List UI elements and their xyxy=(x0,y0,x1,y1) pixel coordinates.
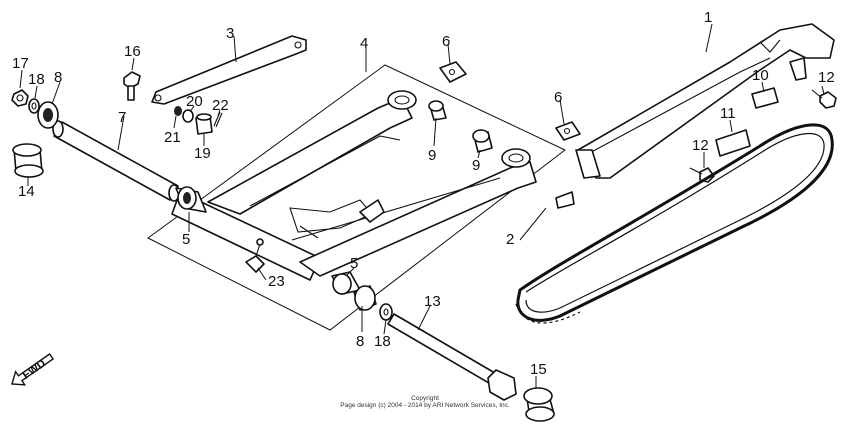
chain-guide-bracket-part-6-upper[interactable] xyxy=(439,61,467,83)
bolt-part-12-right[interactable] xyxy=(811,89,837,109)
bolt-part-16[interactable] xyxy=(123,71,141,101)
callout-part-4: 4 xyxy=(360,35,368,52)
leader-lines xyxy=(19,23,825,388)
callout-part-21: 21 xyxy=(164,129,181,146)
callout-part-19: 19 xyxy=(194,145,211,162)
callout-part-15: 15 xyxy=(530,361,547,378)
callout-part-11: 11 xyxy=(720,105,736,122)
copyright-notice: Copyright Page design (c) 2004 - 2014 by… xyxy=(0,395,850,409)
callout-part-1: 1 xyxy=(704,9,712,26)
callout-part-13: 13 xyxy=(424,293,441,310)
cotter-pin-part-22[interactable] xyxy=(213,111,223,128)
drive-chain-part-2[interactable] xyxy=(515,123,834,324)
dust-seal-cap-part-8-left[interactable] xyxy=(37,101,59,129)
callout-part-18-right: 18 xyxy=(374,333,391,350)
callout-part-6-lower: 6 xyxy=(554,89,562,106)
callout-part-2: 2 xyxy=(506,231,514,248)
chain-guide-bracket-part-6-lower[interactable] xyxy=(555,121,581,141)
callout-part-8-right: 8 xyxy=(356,333,364,350)
label-part-10[interactable] xyxy=(751,87,779,109)
swing-arm-assembly-frame xyxy=(147,64,566,331)
callout-part-10: 10 xyxy=(752,67,769,84)
washer-part-18-right[interactable] xyxy=(379,303,393,321)
callout-part-5-left: 5 xyxy=(182,231,190,248)
callout-part-16: 16 xyxy=(124,43,141,60)
pivot-bolt-part-13[interactable] xyxy=(387,313,517,401)
bushing-part-5-right[interactable] xyxy=(331,271,361,295)
callout-part-8-left: 8 xyxy=(54,69,62,86)
callout-part-17: 17 xyxy=(12,55,29,72)
pivot-collar-part-7[interactable] xyxy=(52,120,180,202)
callout-part-22: 22 xyxy=(212,97,229,114)
callout-part-14: 14 xyxy=(18,183,35,200)
fwd-arrow-icon: FWD xyxy=(11,353,55,386)
callout-part-12-left: 12 xyxy=(692,137,709,154)
chain-case-part-1[interactable] xyxy=(575,23,835,179)
bushing-part-5-left[interactable] xyxy=(175,186,207,213)
callout-part-6-upper: 6 xyxy=(442,33,450,50)
dust-seal-cap-part-8-right[interactable] xyxy=(353,285,377,311)
callout-part-3: 3 xyxy=(226,25,234,42)
washer-part-18-left[interactable] xyxy=(28,98,40,114)
swing-arm-part-4[interactable] xyxy=(171,90,537,281)
callout-part-20: 20 xyxy=(186,93,203,110)
rubber-bushing-part-9-lower[interactable] xyxy=(472,129,493,153)
washer-part-20[interactable] xyxy=(182,109,194,123)
label-part-11[interactable] xyxy=(715,129,751,157)
copyright-line-1: Copyright xyxy=(411,395,439,402)
callout-part-12-right: 12 xyxy=(818,69,835,86)
washer-part-21[interactable] xyxy=(174,106,182,116)
chain-tag-tab xyxy=(555,191,575,209)
callout-part-18-left: 18 xyxy=(28,71,45,88)
nut-part-19[interactable] xyxy=(195,113,213,135)
callout-part-9-upper: 9 xyxy=(428,147,436,164)
seal-part-14[interactable] xyxy=(12,143,44,178)
callout-part-23: 23 xyxy=(268,273,285,290)
callout-part-9-lower: 9 xyxy=(472,157,480,174)
torque-link-part-3[interactable] xyxy=(151,35,307,105)
nut-part-17[interactable] xyxy=(11,89,29,107)
cap-part-15[interactable] xyxy=(523,387,555,422)
copyright-line-2: Page design (c) 2004 - 2014 by ARI Netwo… xyxy=(340,402,510,409)
grease-fitting-part-23[interactable] xyxy=(245,238,265,273)
bolt-part-12-left[interactable] xyxy=(689,167,715,183)
rubber-bushing-part-9-upper[interactable] xyxy=(428,100,447,121)
callout-part-7: 7 xyxy=(118,109,126,126)
callout-part-5-right: 5 xyxy=(350,255,358,272)
callout-numbers: 1 2 3 4 5 5 6 6 7 8 8 9 9 10 11 12 12 13… xyxy=(12,9,835,378)
